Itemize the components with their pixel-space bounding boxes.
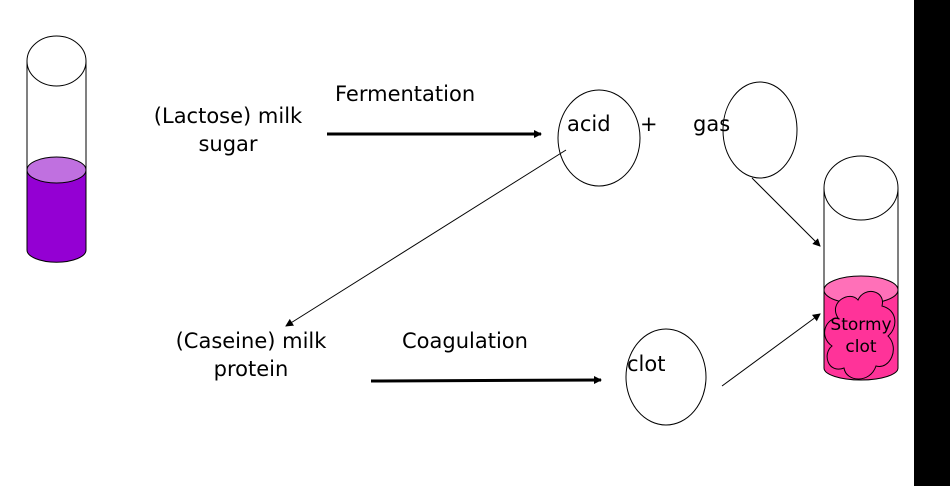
- coagulation-arrow: [370, 376, 602, 385]
- left-tube-liquid: [26, 169, 87, 263]
- right-edge-bar: [914, 0, 950, 486]
- stormy-clot-label-line2: clot: [845, 337, 877, 357]
- coagulation-label: Coagulation: [402, 329, 528, 353]
- lactose-label-line1: (Lactose) milk: [153, 104, 303, 128]
- fermentation-label: Fermentation: [335, 82, 476, 106]
- plus-label: +: [640, 112, 658, 136]
- acid-circle: [557, 89, 641, 187]
- casein-label: (Caseine) milk protein: [162, 327, 340, 383]
- gas-label: gas: [693, 112, 731, 136]
- stormy-clot-label-line1: Stormy: [830, 315, 892, 335]
- right-tube-opening: [823, 155, 899, 221]
- acid-label: acid: [567, 112, 611, 136]
- right-test-tube: [823, 155, 899, 381]
- clot-label: clot: [627, 352, 666, 376]
- stormy-clot-label: Stormy clot: [826, 314, 896, 358]
- clot-circle: [625, 328, 707, 426]
- lactose-label: (Lactose) milk sugar: [140, 102, 316, 158]
- stormy-clot-blob: [824, 291, 896, 380]
- left-test-tube: [26, 35, 87, 263]
- gas-to-tube-arrow: [751, 177, 821, 247]
- gas-circle: [722, 81, 798, 179]
- acid-to-casein-arrow: [285, 149, 567, 327]
- left-tube-opening: [26, 35, 87, 87]
- clot-to-tube-arrow: [721, 313, 821, 387]
- lactose-label-line2: sugar: [198, 132, 258, 156]
- left-tube-liquid-surface: [26, 156, 87, 184]
- casein-label-line2: protein: [213, 357, 289, 381]
- casein-label-line1: (Caseine) milk: [175, 329, 327, 353]
